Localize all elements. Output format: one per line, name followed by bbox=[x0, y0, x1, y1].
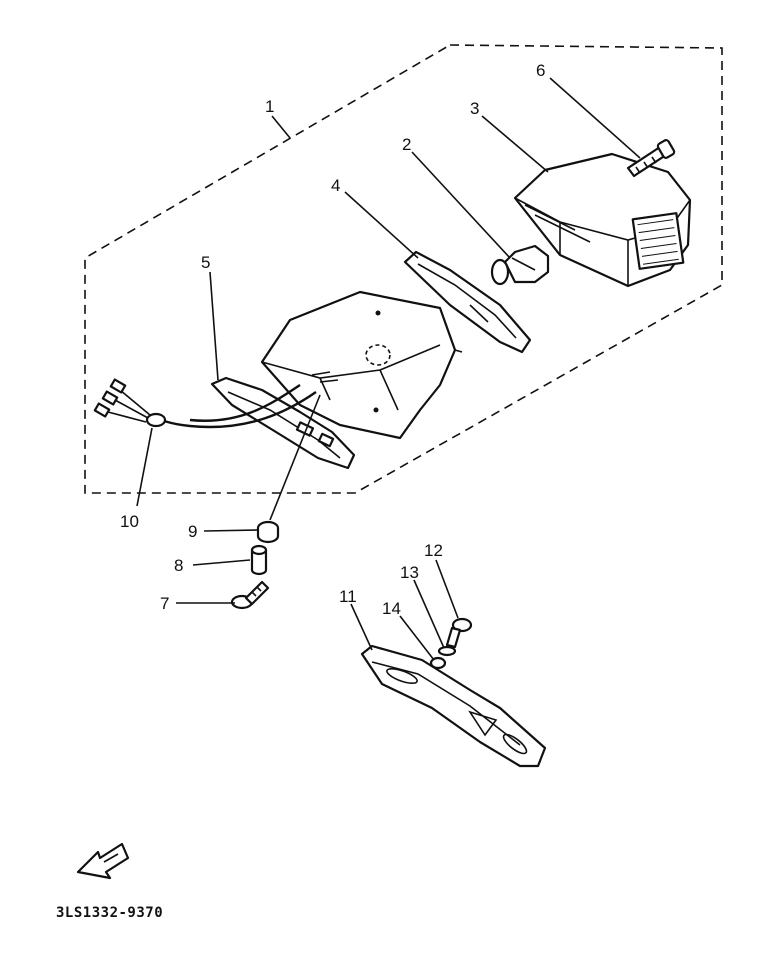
leader-lines bbox=[136, 77, 641, 661]
bracket-part bbox=[360, 644, 547, 768]
collar-part bbox=[250, 544, 268, 576]
callout-6: 6 bbox=[536, 61, 545, 80]
bulb-part bbox=[490, 244, 550, 286]
lens-screw-part bbox=[626, 139, 676, 178]
bracket-screw-part bbox=[445, 617, 473, 649]
tail-lens-part bbox=[513, 152, 692, 288]
callout-4: 4 bbox=[331, 176, 340, 195]
nut-part bbox=[429, 656, 447, 670]
callout-13: 13 bbox=[400, 563, 419, 582]
grommet-part bbox=[256, 520, 280, 544]
callout-8: 8 bbox=[174, 556, 183, 575]
gasket-part bbox=[403, 250, 532, 354]
base-plate-part bbox=[210, 376, 356, 470]
diagram-code: 3LS1332-9370 bbox=[56, 905, 163, 921]
washer-part bbox=[437, 645, 457, 657]
tail-housing-part bbox=[260, 290, 463, 440]
callout-9: 9 bbox=[188, 522, 197, 541]
callout-14: 14 bbox=[382, 599, 401, 618]
callout-3: 3 bbox=[470, 99, 479, 118]
callout-2: 2 bbox=[402, 135, 411, 154]
callout-12: 12 bbox=[424, 541, 443, 560]
front-direction-arrow-icon bbox=[76, 842, 130, 880]
callout-1: 1 bbox=[265, 97, 274, 116]
wire-harness-part bbox=[93, 378, 317, 429]
callout-10: 10 bbox=[120, 512, 139, 531]
bolt-part bbox=[230, 580, 270, 610]
callout-7: 7 bbox=[160, 594, 169, 613]
callout-11: 11 bbox=[339, 587, 357, 606]
callout-5: 5 bbox=[201, 253, 210, 272]
assembly-boundary bbox=[84, 44, 723, 494]
